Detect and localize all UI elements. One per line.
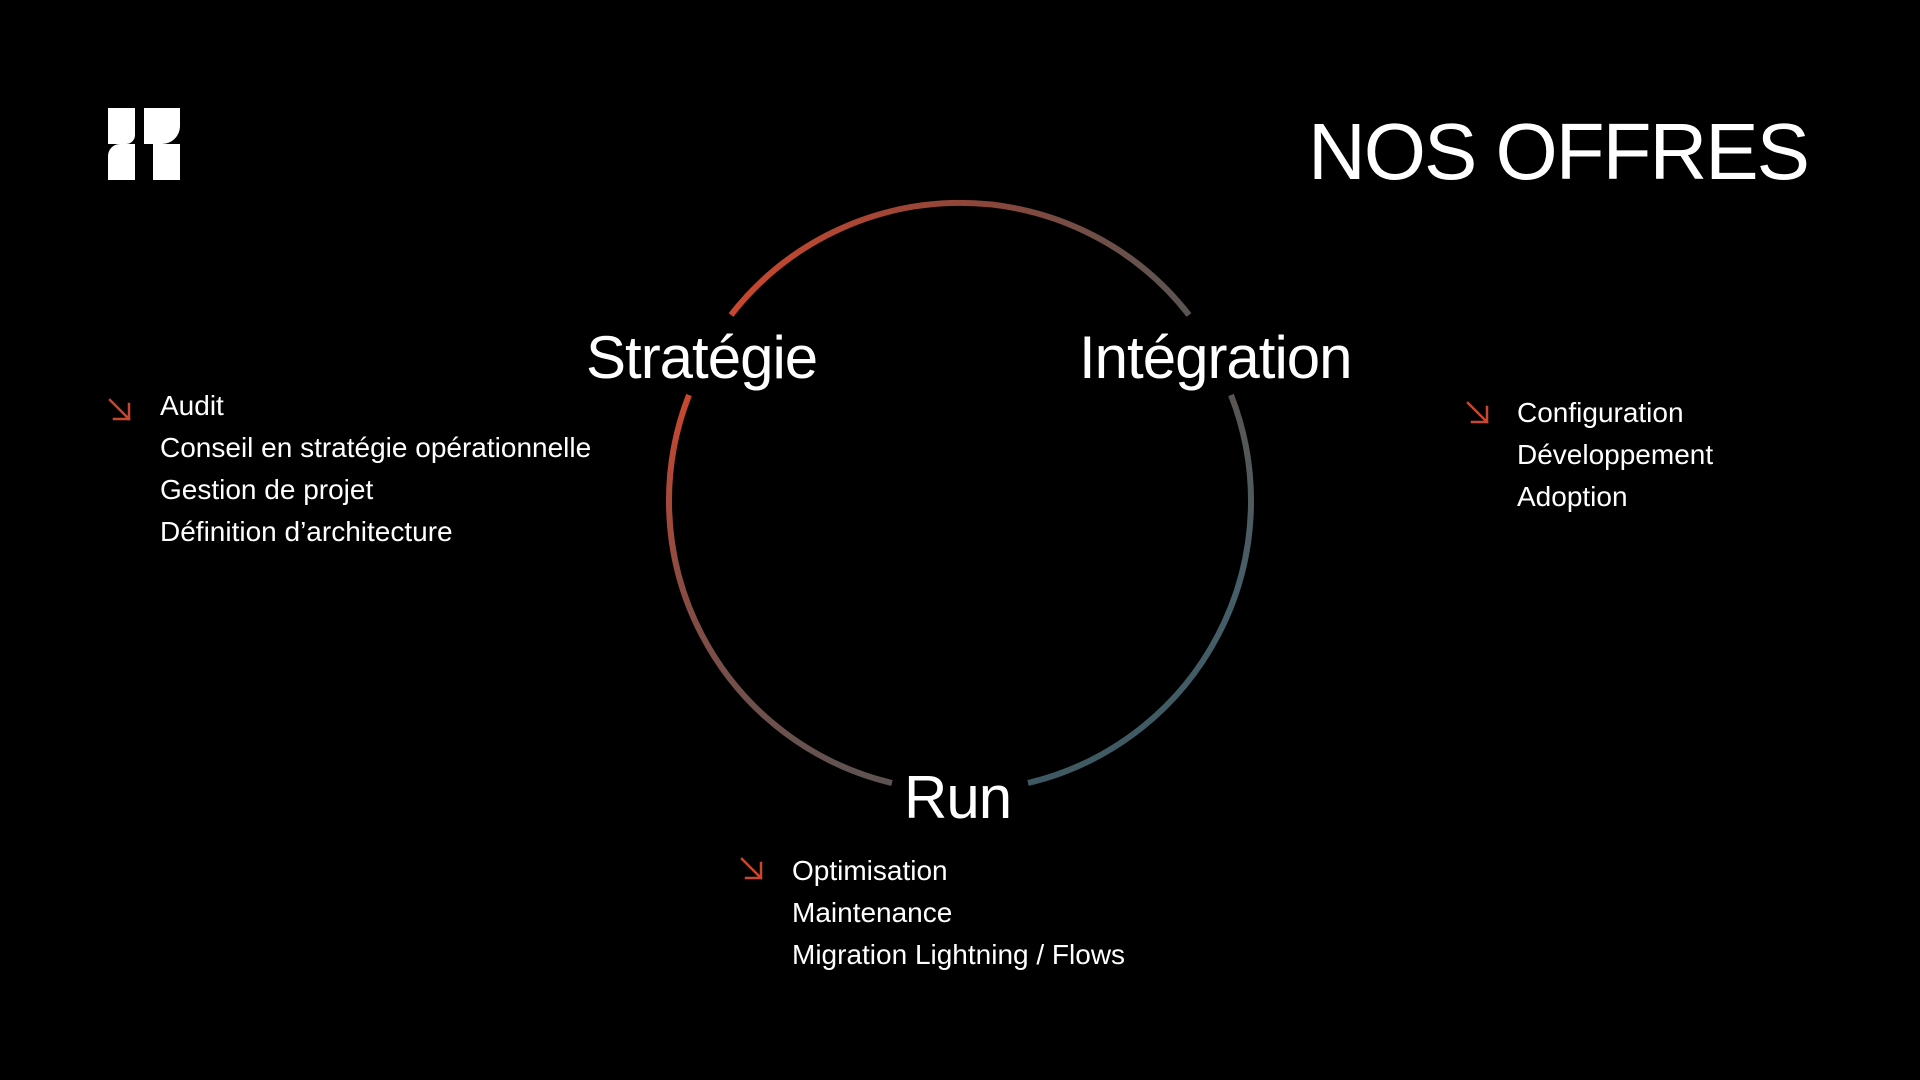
cycle-arc-run-strategie xyxy=(666,393,893,786)
list-item: Définition d’architecture xyxy=(160,516,453,547)
list-item: Maintenance xyxy=(792,897,953,928)
list-item: Développement xyxy=(1517,439,1714,470)
page-title: NOS OFFRES xyxy=(1307,107,1810,196)
arrow-down-right-icon xyxy=(108,398,131,421)
offer-list-strategie: Audit Conseil en stratégie opérationnell… xyxy=(160,385,591,553)
list-item: Adoption xyxy=(1517,481,1628,512)
brand-logo-icon xyxy=(108,108,180,180)
stage-label-integration: Intégration xyxy=(1079,324,1353,391)
list-item: Migration Lightning / Flows xyxy=(792,939,1126,970)
stage-label-run: Run xyxy=(904,764,1012,831)
list-item: Optimisation xyxy=(792,855,948,886)
cycle-arc-strategie-integration xyxy=(728,199,1192,317)
offer-list-run: Optimisation Maintenance Migration Light… xyxy=(792,850,1125,976)
list-item: Audit xyxy=(160,390,224,421)
offer-list-integration: Configuration Développement Adoption xyxy=(1517,392,1713,518)
list-item: Conseil en stratégie opérationnelle xyxy=(160,432,592,463)
stage-label-strategie: Stratégie xyxy=(586,324,818,391)
cycle-arc-integration-run xyxy=(1027,393,1254,786)
list-item: Configuration xyxy=(1517,397,1684,428)
arrow-down-right-icon xyxy=(740,857,763,880)
arrow-down-right-icon xyxy=(1466,401,1489,424)
list-item: Gestion de projet xyxy=(160,474,374,505)
